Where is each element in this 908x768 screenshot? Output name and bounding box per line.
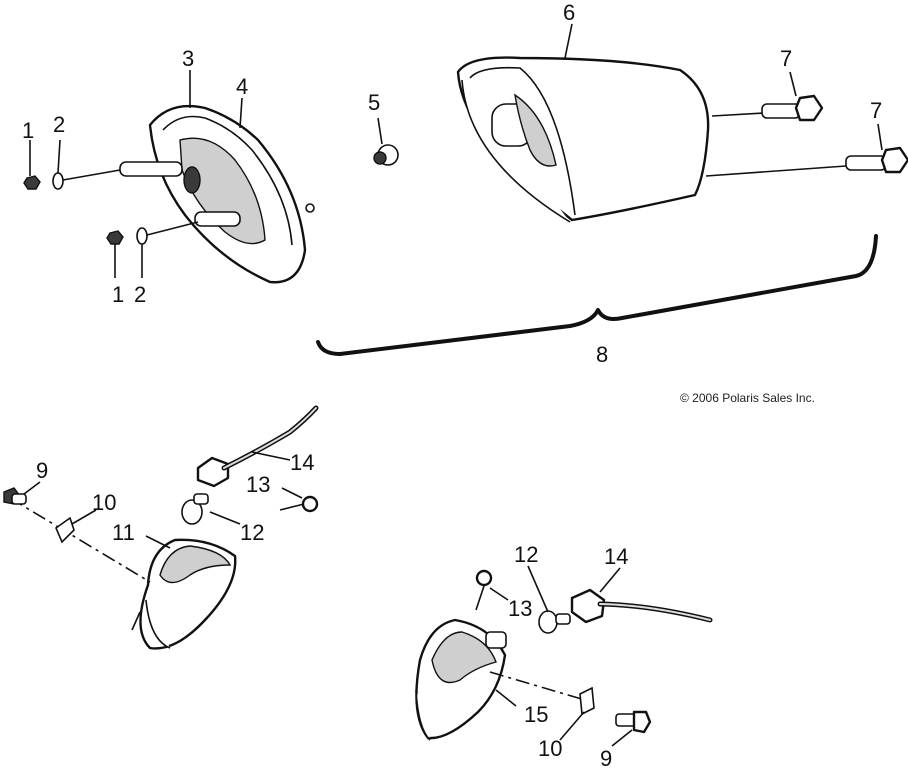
callout-4: 4 [236, 74, 248, 99]
bulb-12-left [181, 493, 209, 525]
callout-13-left: 13 [246, 472, 270, 497]
callout-6: 6 [563, 0, 575, 25]
callout-12-right: 12 [514, 542, 538, 567]
callout-14-left: 14 [290, 450, 314, 475]
bulb-part [373, 117, 399, 166]
socket-harness-left [196, 405, 319, 488]
callout-12-left: 12 [240, 520, 264, 545]
nut-washer-set-lower [106, 221, 199, 245]
tail-light-lens [456, 56, 710, 223]
callout-2-upper: 2 [53, 112, 65, 137]
callout-5: 5 [368, 90, 380, 115]
bulb-12-right [538, 610, 571, 634]
callout-7-upper: 7 [780, 46, 792, 71]
tail-light-base-assembly [119, 104, 315, 284]
screw-upper [711, 71, 824, 122]
axis-right [489, 671, 586, 701]
screw-lower [705, 123, 908, 177]
callout-10-left: 10 [92, 490, 116, 515]
headlight-left [131, 538, 237, 650]
callout-2-lower: 2 [134, 282, 146, 307]
socket-harness-right [570, 588, 713, 624]
bolt-9-left [3, 487, 27, 505]
copyright-notice: © 2006 Polaris Sales Inc. [680, 391, 815, 405]
callout-7-lower: 7 [870, 98, 882, 123]
clip-10-right [579, 686, 595, 716]
screw-13-right [475, 569, 493, 611]
axis-left [9, 497, 151, 583]
screw-13-left [279, 495, 319, 513]
callout-10-right: 10 [538, 736, 562, 761]
nut-washer-set-upper [23, 169, 121, 190]
callout-3: 3 [182, 46, 194, 71]
callout-9-left: 9 [36, 458, 48, 483]
clip-10-left [55, 516, 75, 544]
callout-9-right: 9 [600, 746, 612, 768]
callout-15: 15 [524, 702, 548, 727]
callout-8: 8 [596, 342, 608, 367]
callout-1-upper: 1 [22, 118, 34, 143]
bolt-9-right [615, 710, 652, 734]
headlight-right [415, 618, 507, 741]
callout-14-right: 14 [604, 544, 628, 569]
callout-1-lower: 1 [112, 282, 124, 307]
assembly-brace [316, 234, 878, 356]
callout-11: 11 [112, 520, 135, 545]
callout-13-right: 13 [508, 596, 532, 621]
